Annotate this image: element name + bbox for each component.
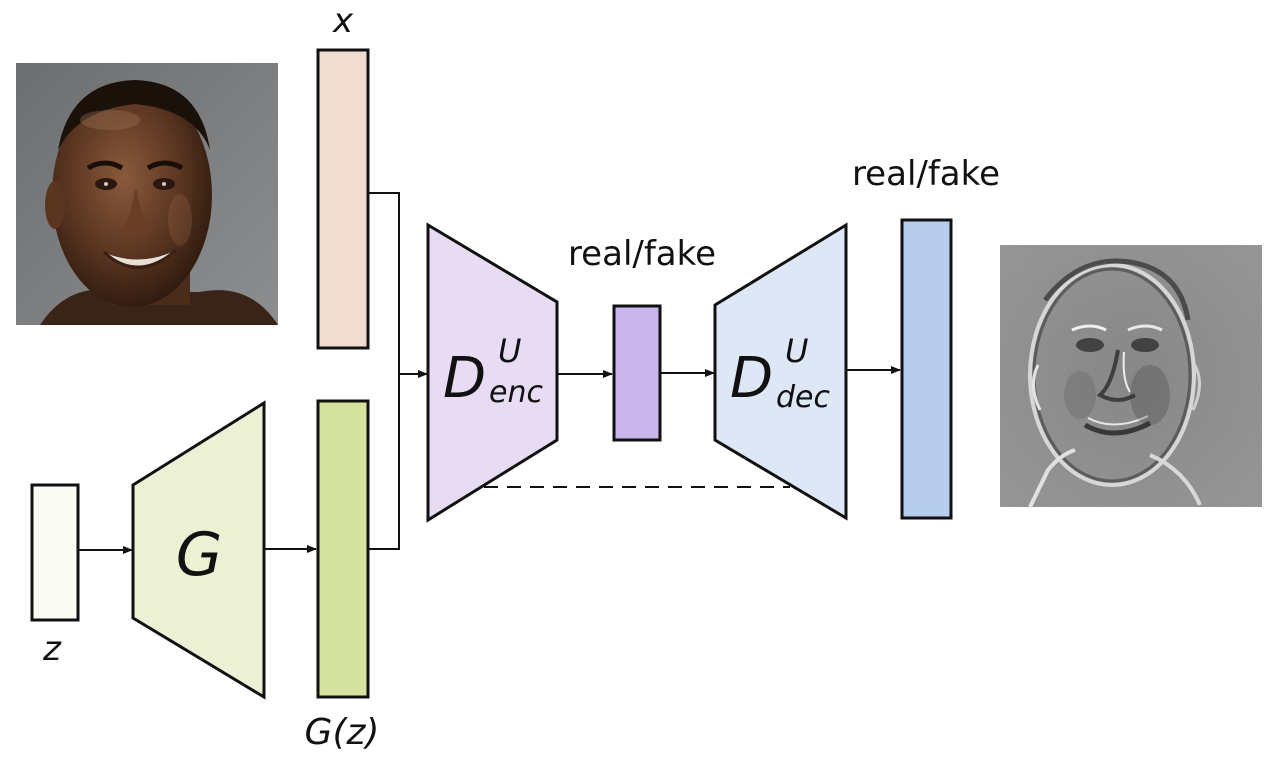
output-bar <box>900 218 953 520</box>
face-photo <box>16 63 278 325</box>
d-enc-superscript: U <box>498 332 521 370</box>
d-enc-subscript: enc <box>489 375 543 410</box>
z-bar <box>30 483 80 622</box>
real-fake-label-encoder: real/fake <box>568 234 716 274</box>
d-dec-base: D <box>730 346 773 411</box>
gz-bar <box>316 399 370 699</box>
d-dec-superscript: U <box>785 332 808 370</box>
gz-connector <box>369 374 400 550</box>
d-enc-base: D <box>443 346 486 411</box>
x-connector <box>369 192 400 374</box>
x-bar <box>316 48 370 350</box>
encoder-block <box>426 222 559 523</box>
z-label: z <box>42 629 62 669</box>
generator-block <box>131 400 266 700</box>
gz-label: G(z) <box>305 712 380 753</box>
decoder-block <box>713 222 848 521</box>
bottleneck-bar <box>612 304 662 442</box>
real-fake-label-decoder: real/fake <box>852 154 1000 194</box>
generator-label: G <box>176 520 223 590</box>
grayscale-face-map <box>1000 245 1262 508</box>
d-dec-subscript: dec <box>776 380 831 415</box>
x-label: x <box>332 1 354 41</box>
connectors <box>79 192 901 554</box>
